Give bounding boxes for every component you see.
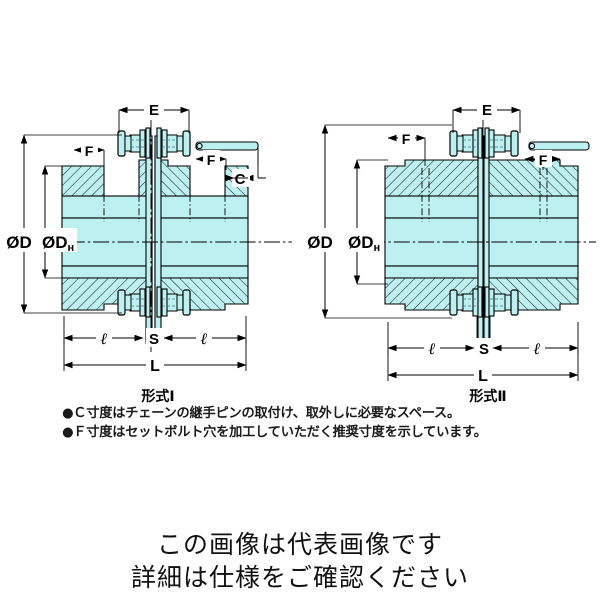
note-line-f: ●Ｆ寸度はセットボルト穴を加工していただく推奨寸度を示しています。: [62, 425, 487, 440]
connecting-pin-2: [528, 141, 590, 151]
dimension-label-E-2: E: [482, 102, 492, 119]
dimension-label-l-right: ℓ: [200, 329, 208, 348]
dimension-L-1: L: [63, 340, 247, 375]
coupling-body-2: [345, 120, 596, 352]
figure-caption-type-2: 形式Ⅱ: [469, 388, 506, 405]
dimension-ODh-1: ØDн: [33, 165, 77, 279]
dimension-label-L-2: L: [478, 368, 488, 385]
chain-links-bottom-1: [117, 286, 191, 318]
dimension-label-E: E: [149, 102, 159, 119]
dimension-label-l-left-2: ℓ: [428, 339, 436, 358]
dimension-E-2: E: [452, 100, 521, 133]
dimension-F-right-2: F: [524, 150, 561, 170]
dimension-C-1: C: [225, 146, 266, 188]
bolt-hole-centerline-1: [103, 168, 226, 222]
dimension-ODh-2: ØDн: [340, 159, 388, 285]
dimension-label-OD-2: ØD: [307, 233, 333, 252]
dimension-F-right-1: F: [195, 150, 227, 170]
figure-type-2: E F F ØD ØDн: [303, 100, 596, 405]
dimension-F-left-2: F: [387, 129, 426, 166]
dimension-OD-1: ØD: [2, 134, 122, 314]
notes-block: ●Ｃ寸度はチェーンの継手ピンの取付け、取外しに必要なスペース。 ●Ｆ寸度はセット…: [0, 404, 600, 442]
dimension-F-left-1: F: [73, 141, 105, 166]
figure-type-1: E F F C: [2, 100, 292, 405]
dimension-label-C: C: [235, 171, 246, 188]
dimension-label-S: S: [149, 331, 159, 348]
dimension-label-F-right-2: F: [539, 152, 548, 168]
dimension-label-F-left-2: F: [402, 131, 411, 147]
note-line-c: ●Ｃ寸度はチェーンの継手ピンの取付け、取外しに必要なスペース。: [62, 406, 461, 421]
dimension-label-ODh: ØDн: [42, 233, 74, 254]
dimension-label-S-2: S: [479, 341, 489, 358]
connecting-pin-1: [195, 141, 259, 151]
coupling-body-1: [20, 120, 292, 352]
figure-caption-type-1: 形式Ⅰ: [141, 388, 174, 405]
dimension-L-2: L: [387, 350, 579, 385]
dimension-l-S-l-2: ℓ S ℓ: [387, 316, 579, 358]
chain-links-bottom-2: [449, 286, 519, 318]
dimension-label-F-left: F: [85, 143, 94, 159]
dimension-label-OD: ØD: [6, 233, 32, 252]
chain-links-top-1: [117, 127, 191, 159]
dimension-label-L: L: [150, 358, 160, 375]
chain-links-top-2: [449, 127, 519, 159]
dimension-label-l-right-2: ℓ: [533, 339, 541, 358]
bolt-hole-centerline-2: [421, 168, 548, 222]
dimension-label-ODh-2: ØDн: [348, 233, 380, 254]
dimension-OD-2: ØD: [303, 124, 452, 319]
dimension-label-l-left: ℓ: [100, 329, 108, 348]
watermark-block: この画像は代表画像です 詳細は仕様をご確認ください: [0, 528, 600, 594]
watermark-line-2: 詳細は仕様をご確認ください: [130, 563, 469, 592]
dimension-l-S-l-1: ℓ S ℓ: [63, 316, 247, 348]
dimension-E-1: E: [118, 100, 190, 133]
watermark-line-1: この画像は代表画像です: [156, 530, 443, 559]
dimension-label-F-right: F: [207, 152, 216, 168]
